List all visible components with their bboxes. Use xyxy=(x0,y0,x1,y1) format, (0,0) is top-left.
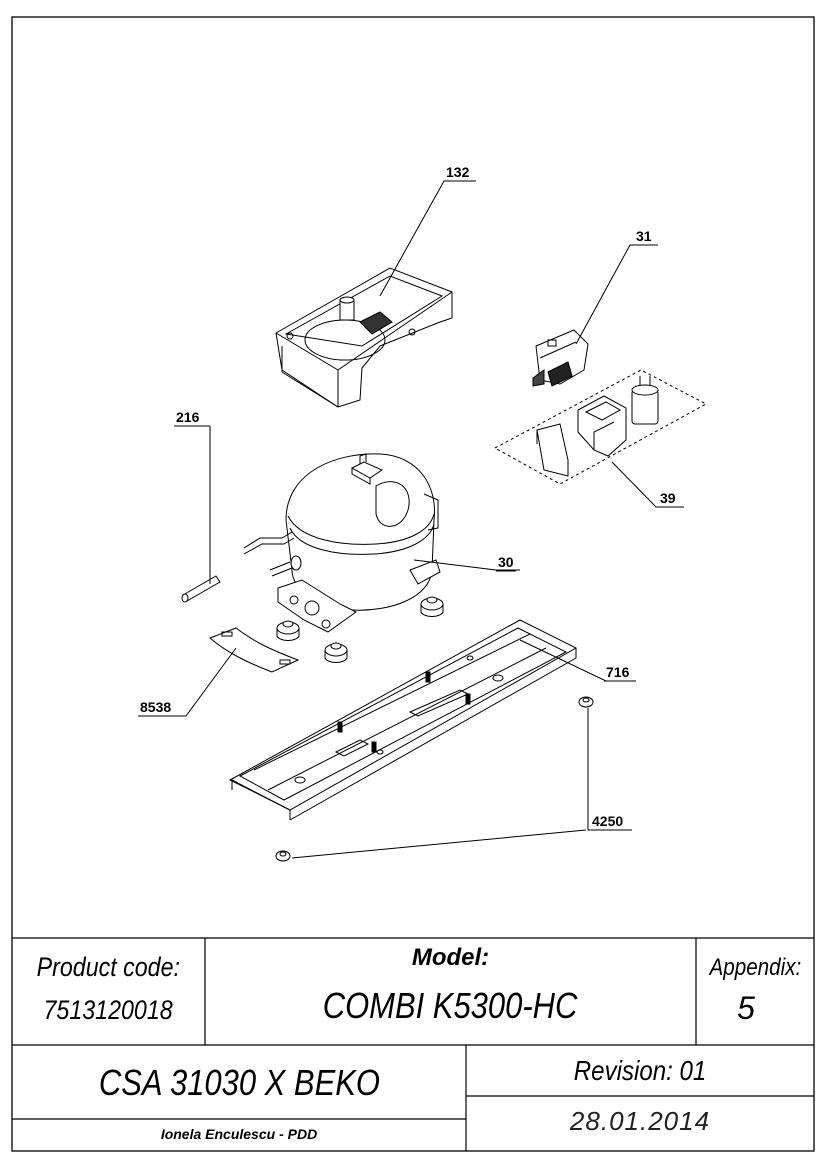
product-code-label: Product code: xyxy=(36,952,181,982)
appendix-label: Appendix: xyxy=(709,954,801,981)
revision-label: Revision: 01 xyxy=(573,1055,707,1086)
part-name: CSA 31030 X BEKO xyxy=(98,1062,380,1103)
author: Ionela Enculescu - PDD xyxy=(160,1126,318,1142)
callout-132: 132 xyxy=(446,164,470,180)
part-4250-bushings xyxy=(275,696,594,862)
callout-labels: 132 31 216 39 30 716 8538 4250 xyxy=(138,164,678,831)
part-216-rod xyxy=(181,575,221,603)
model-label: Model: xyxy=(411,944,490,971)
title-block-grid xyxy=(12,937,814,1151)
part-39-kit xyxy=(493,369,708,485)
callout-39: 39 xyxy=(660,490,676,506)
appendix-value: 5 xyxy=(737,990,755,1026)
callout-216: 216 xyxy=(176,409,200,425)
drawing-frame xyxy=(11,16,815,1152)
callout-716: 716 xyxy=(606,664,630,680)
callout-8538: 8538 xyxy=(140,699,171,715)
callout-4250: 4250 xyxy=(592,813,623,829)
product-code-value: 7513120018 xyxy=(43,995,174,1025)
part-30-compressor xyxy=(243,453,441,633)
revision-date: 28.01.2014 xyxy=(569,1106,711,1136)
callout-30: 30 xyxy=(498,554,514,570)
grommets xyxy=(276,596,444,663)
part-31-relay xyxy=(532,329,589,387)
part-132-cover-tray xyxy=(275,267,453,408)
part-8538-pad xyxy=(209,627,300,673)
model-value: COMBI K5300-HC xyxy=(323,985,578,1026)
part-716-rails xyxy=(228,619,578,821)
callout-31: 31 xyxy=(636,228,652,244)
